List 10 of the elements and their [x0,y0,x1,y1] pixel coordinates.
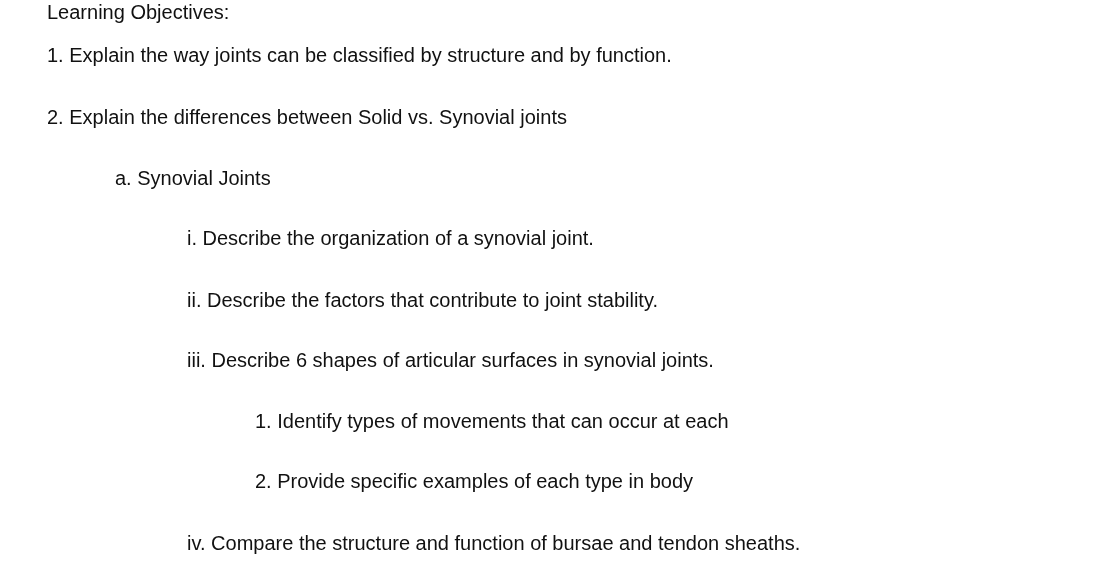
objective-text: 1. Explain the way joints can be classified by structure and by function. [47,43,672,67]
objective-text: a. Synovial Joints [115,166,271,190]
objective-text: 2. Explain the differences between Solid vs. Synovial joints [47,105,567,129]
objective-text: i. Describe the organization of a synovial joint. [187,226,594,250]
objective-text: 2. Provide specific examples of each type in body [255,469,694,493]
objective-text: iii. Describe 6 shapes of articular surfaces in synovial joints. [187,348,714,372]
objective-text: iv. Compare the structure and function of bursae and tendon sheaths. [187,531,801,555]
heading: Learning Objectives: [47,0,230,24]
objective-text: ii. Describe the factors that contribute to joint stability. [187,288,658,312]
objective-text: 1. Identify types of movements that can occur at each [255,409,729,433]
